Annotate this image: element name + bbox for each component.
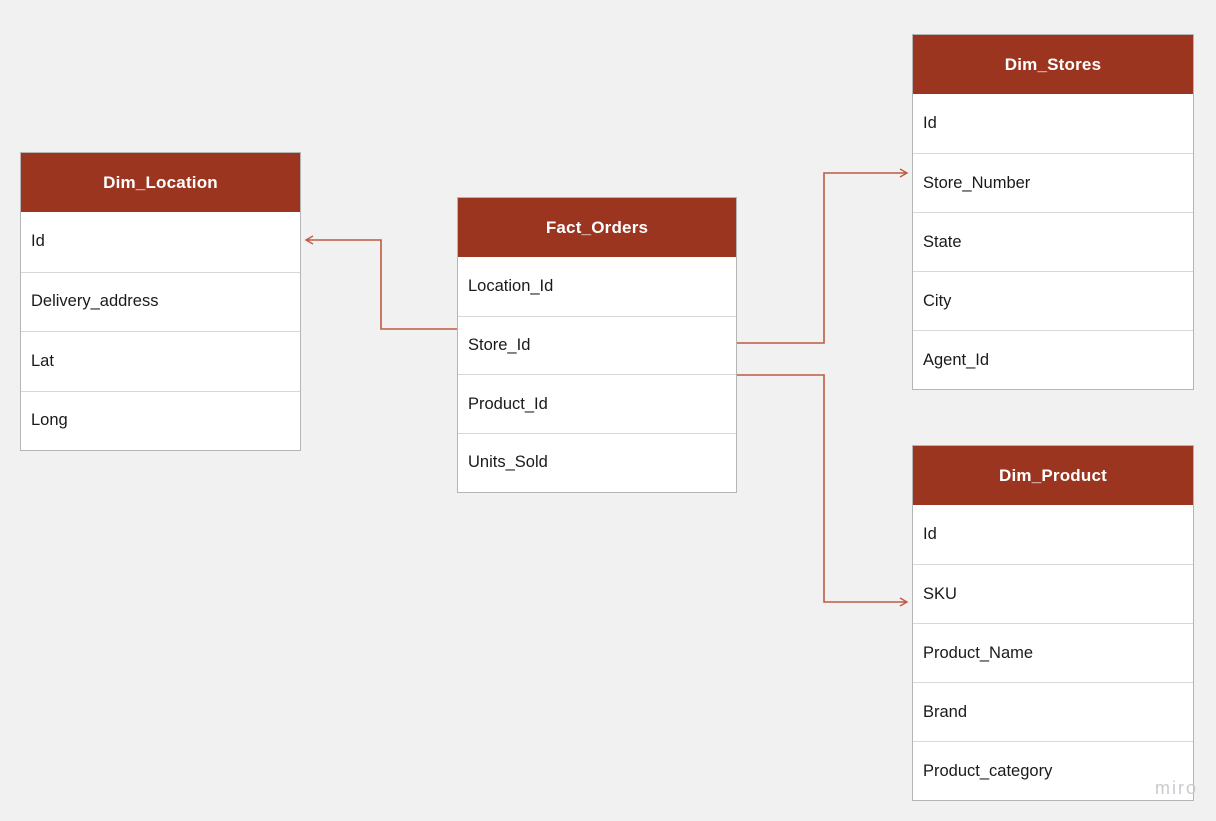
- field-row[interactable]: Store_Id: [458, 315, 736, 375]
- entity-title-dim-location: Dim_Location: [21, 153, 300, 212]
- field-row[interactable]: City: [913, 271, 1193, 330]
- field-row[interactable]: Lat: [21, 331, 300, 391]
- field-row[interactable]: Product_Name: [913, 623, 1193, 682]
- entity-fields-fact-orders: Location_Id Store_Id Product_Id Units_So…: [458, 257, 736, 492]
- connector-fact-orders-to-dim-stores[interactable]: [737, 168, 909, 344]
- entity-fields-dim-stores: Id Store_Number State City Agent_Id: [913, 94, 1193, 389]
- field-row[interactable]: Units_Sold: [458, 433, 736, 492]
- entity-title-fact-orders: Fact_Orders: [458, 198, 736, 257]
- miro-watermark-label: miro: [1155, 778, 1198, 798]
- connector-fact-orders-to-dim-location[interactable]: [304, 235, 457, 330]
- field-row[interactable]: Product_category: [913, 741, 1193, 800]
- entity-fields-dim-product: Id SKU Product_Name Brand Product_catego…: [913, 505, 1193, 800]
- field-row[interactable]: Delivery_address: [21, 271, 300, 331]
- field-row[interactable]: Agent_Id: [913, 330, 1193, 389]
- field-row[interactable]: Long: [21, 390, 300, 450]
- field-row[interactable]: Brand: [913, 682, 1193, 741]
- entity-table-fact-orders[interactable]: Fact_Orders Location_Id Store_Id Product…: [457, 197, 737, 493]
- entity-title-dim-stores: Dim_Stores: [913, 35, 1193, 94]
- field-row[interactable]: State: [913, 212, 1193, 271]
- entity-table-dim-stores[interactable]: Dim_Stores Id Store_Number State City Ag…: [912, 34, 1194, 390]
- field-row[interactable]: SKU: [913, 564, 1193, 623]
- field-row[interactable]: Id: [913, 505, 1193, 564]
- field-row[interactable]: Id: [913, 94, 1193, 153]
- entity-fields-dim-location: Id Delivery_address Lat Long: [21, 212, 300, 450]
- field-row[interactable]: Product_Id: [458, 374, 736, 434]
- entity-table-dim-product[interactable]: Dim_Product Id SKU Product_Name Brand Pr…: [912, 445, 1194, 801]
- field-row[interactable]: Store_Number: [913, 153, 1193, 212]
- field-row[interactable]: Id: [21, 212, 300, 272]
- field-row[interactable]: Location_Id: [458, 257, 736, 316]
- entity-table-dim-location[interactable]: Dim_Location Id Delivery_address Lat Lon…: [20, 152, 301, 451]
- entity-title-dim-product: Dim_Product: [913, 446, 1193, 505]
- connector-fact-orders-to-dim-product[interactable]: [737, 374, 909, 607]
